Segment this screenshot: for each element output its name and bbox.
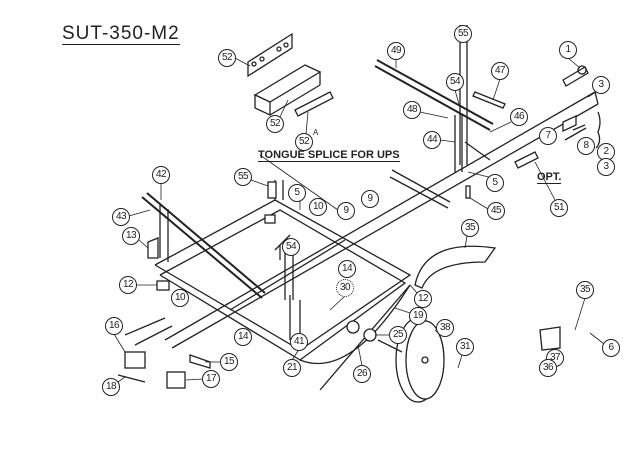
coupler-hardware bbox=[514, 65, 601, 169]
callout-part-5: 5 bbox=[486, 174, 504, 192]
callout-part-35: 35 bbox=[576, 281, 594, 299]
callout-part-25: 25 bbox=[389, 326, 407, 344]
bunks bbox=[141, 59, 494, 299]
callout-part-36: 36 bbox=[539, 359, 557, 377]
callout-part-38: 38 bbox=[436, 319, 454, 337]
callout-part-9: 9 bbox=[361, 190, 379, 208]
callout-part-43: 43 bbox=[112, 208, 130, 226]
callout-part-55: 55 bbox=[234, 168, 252, 186]
callout-part-54: 54 bbox=[282, 238, 300, 256]
callout-part-41: 41 bbox=[290, 333, 308, 351]
fender-and-wheel bbox=[346, 245, 561, 403]
callout-part-49: 49 bbox=[387, 42, 405, 60]
callout-part-17: 17 bbox=[202, 370, 220, 388]
splice-plates bbox=[247, 32, 334, 117]
callout-part-44: 44 bbox=[423, 131, 441, 149]
callout-part-10: 10 bbox=[171, 289, 189, 307]
callout-part-31: 31 bbox=[456, 338, 474, 356]
front-upright bbox=[389, 25, 506, 209]
callout-part-52: 52 bbox=[295, 133, 313, 151]
callout-part-1: 1 bbox=[559, 41, 577, 59]
callout-part-51: 51 bbox=[550, 199, 568, 217]
optional-label: OPT. bbox=[537, 171, 562, 184]
callout-part-35: 35 bbox=[461, 219, 479, 237]
callout-part-14: 14 bbox=[234, 328, 252, 346]
splice-suffix-label: A bbox=[313, 128, 319, 137]
callout-part-6: 6 bbox=[602, 339, 620, 357]
callout-part-19: 19 bbox=[409, 307, 427, 325]
callout-part-45: 45 bbox=[487, 202, 505, 220]
callout-part-48: 48 bbox=[403, 101, 421, 119]
callout-part-14: 14 bbox=[338, 260, 356, 278]
callout-part-5: 5 bbox=[288, 184, 306, 202]
callout-part-13: 13 bbox=[122, 227, 140, 245]
callout-part-10: 10 bbox=[309, 198, 327, 216]
callout-part-12: 12 bbox=[119, 276, 137, 294]
callout-part-52: 52 bbox=[218, 49, 236, 67]
lights-and-brackets bbox=[117, 181, 471, 389]
callout-part-12: 12 bbox=[414, 290, 432, 308]
callout-part-52: 52 bbox=[266, 115, 284, 133]
callout-part-26: 26 bbox=[353, 365, 371, 383]
callout-part-3: 3 bbox=[592, 76, 610, 94]
callout-part-55: 55 bbox=[454, 25, 472, 43]
tongue bbox=[164, 91, 599, 349]
model-title: SUT-350-M2 bbox=[62, 23, 180, 45]
callout-part-2: 2 bbox=[597, 143, 615, 161]
tongue-splice-label: TONGUE SPLICE FOR UPS bbox=[258, 149, 400, 162]
callout-part-7: 7 bbox=[539, 127, 557, 145]
callout-part-8: 8 bbox=[577, 137, 595, 155]
callout-part-47: 47 bbox=[491, 62, 509, 80]
callout-part-30: 30 bbox=[336, 279, 354, 297]
deck-frame bbox=[124, 180, 412, 391]
callout-part-21: 21 bbox=[283, 359, 301, 377]
callout-part-42: 42 bbox=[152, 166, 170, 184]
callout-part-18: 18 bbox=[102, 378, 120, 396]
callout-part-54: 54 bbox=[446, 73, 464, 91]
callout-part-46: 46 bbox=[510, 108, 528, 126]
callout-part-3: 3 bbox=[597, 158, 615, 176]
callout-part-15: 15 bbox=[220, 353, 238, 371]
callout-part-16: 16 bbox=[105, 317, 123, 335]
callout-part-9: 9 bbox=[337, 202, 355, 220]
